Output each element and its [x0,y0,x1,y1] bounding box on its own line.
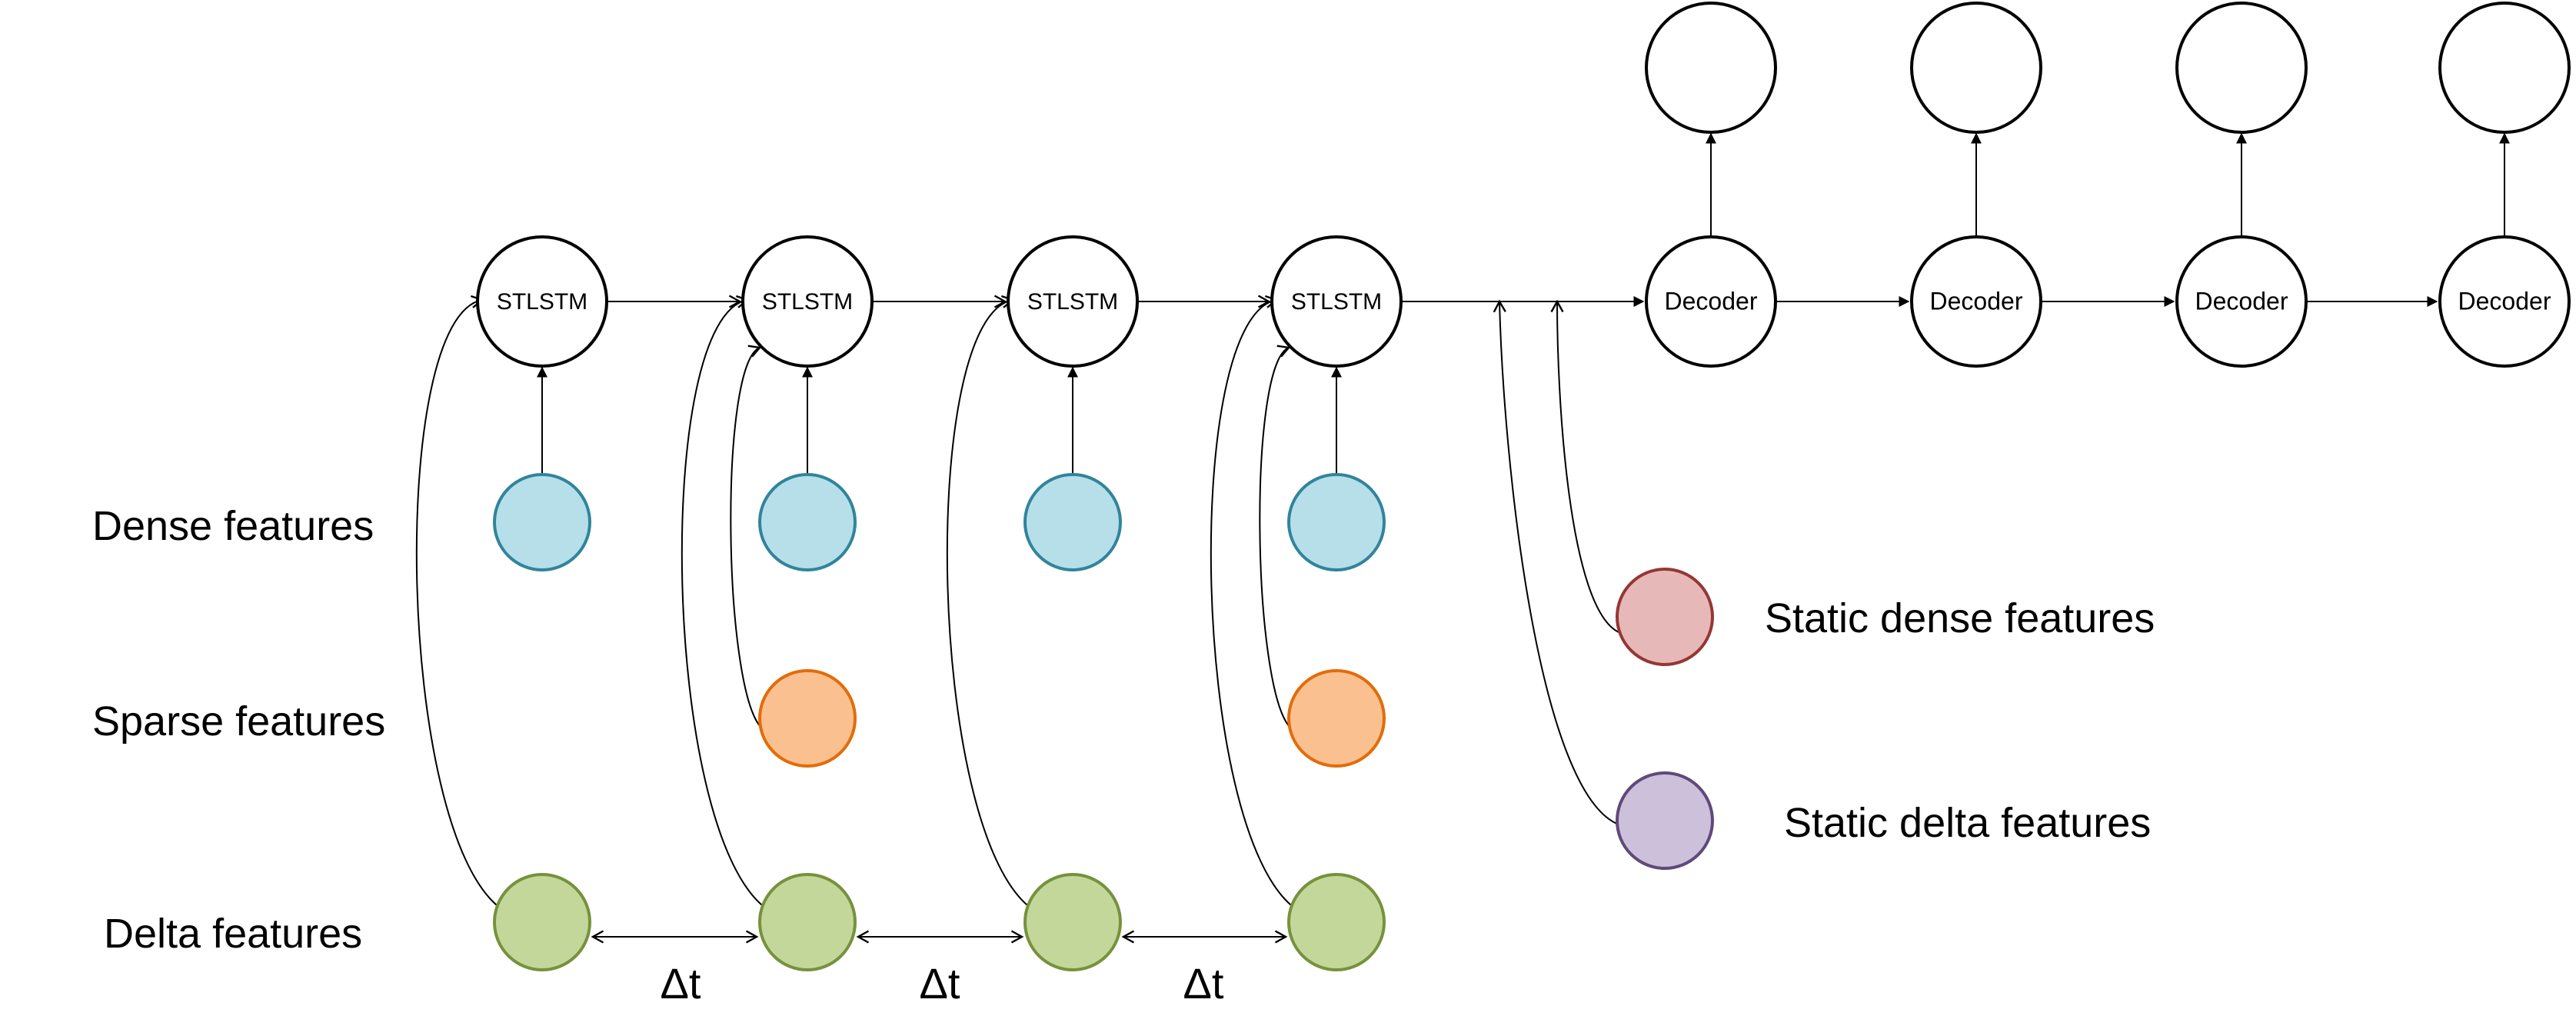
decoder-label-1: Decoder [1665,287,1758,315]
delta-input-curve-4 [1210,295,1296,909]
dense-feature-node-1 [493,473,591,571]
row-label-delta: Delta features [104,911,362,957]
output-node-1 [1645,2,1777,134]
row-label-sparse: Sparse features [92,698,385,745]
decoder-node-2 [1910,235,2042,368]
row-label-dense: Dense features [92,503,374,549]
stlstm-node-2 [741,235,874,368]
dense-feature-node-2 [758,473,857,571]
stlstm-label-1: STLSTM [497,289,587,315]
static-dense-curve [1550,299,1619,633]
decoder-node-4 [2438,235,2571,368]
static-dense-feature-node [1616,568,1714,666]
stlstm-label-4: STLSTM [1291,289,1382,315]
delta-input-curve-2 [681,295,767,909]
delta-feature-node-4 [1287,873,1386,971]
stlstm-node-3 [1007,235,1139,368]
sparse-feature-node-2 [758,669,857,768]
decoder-node-3 [2175,235,2308,368]
static-dense-label: Static dense features [1765,595,2155,641]
stlstm-label-2: STLSTM [762,289,853,315]
delta-t-label-2: Δt [920,959,960,1008]
static-delta-feature-node [1616,771,1714,870]
output-node-3 [2175,2,2308,134]
sparse-feature-node-4 [1287,669,1386,768]
delta-feature-node-1 [493,873,591,971]
static-delta-curve [1493,299,1619,825]
delta-feature-node-2 [758,873,857,971]
static-delta-label: Static delta features [1784,800,2151,846]
dense-feature-node-4 [1287,473,1386,571]
output-node-4 [2438,2,2571,134]
stlstm-label-3: STLSTM [1027,289,1118,315]
stlstm-node-4 [1270,235,1403,368]
decoder-label-2: Decoder [1930,287,2023,315]
decoder-label-3: Decoder [2195,287,2288,315]
decoder-label-4: Decoder [2458,287,2551,315]
sparse-input-curve-4 [1259,345,1291,728]
dense-feature-node-3 [1023,473,1122,571]
stlstm-node-1 [476,235,608,368]
output-node-2 [1910,2,2042,134]
delta-feature-node-3 [1023,873,1122,971]
sparse-input-curve-2 [730,345,762,728]
delta-t-label-3: Δt [1183,959,1224,1008]
decoder-node-1 [1645,235,1777,368]
delta-input-curve-1 [415,295,501,909]
delta-t-label-1: Δt [661,959,701,1008]
delta-input-curve-3 [946,295,1032,909]
